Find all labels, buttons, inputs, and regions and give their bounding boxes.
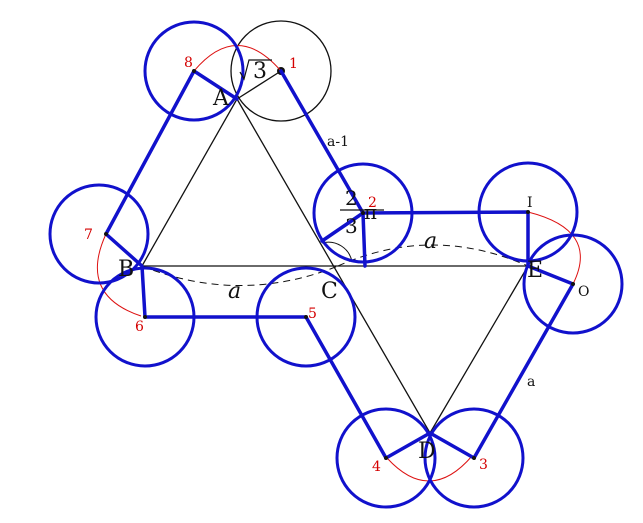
label-point-d: D	[418, 439, 436, 464]
label-frac-denominator: 3	[345, 214, 358, 238]
circle-8	[143, 20, 245, 122]
label-point-a: A	[212, 86, 230, 111]
label-a-mid: a	[228, 279, 241, 304]
label-marker-2: 2	[368, 195, 377, 211]
dot-2	[361, 211, 365, 215]
segment-de	[429, 265, 529, 434]
circle-4	[335, 407, 437, 509]
angle-arc-c	[321, 241, 353, 263]
label-a-side: a	[527, 374, 535, 390]
label-marker-4: 4	[372, 459, 381, 475]
dot-i	[526, 210, 530, 214]
circle-a-black	[230, 20, 332, 122]
dot-6	[143, 315, 147, 319]
black-triangle-abc	[141, 98, 529, 434]
circle-o	[522, 233, 624, 335]
dashed-arc-ce	[337, 244, 529, 267]
label-point-c: C	[321, 279, 338, 304]
sqrt-sign	[239, 59, 272, 81]
blue-path	[104, 69, 575, 460]
blue-segment-2-c	[320, 211, 365, 243]
circle-7	[48, 183, 150, 285]
dot-o	[571, 282, 575, 286]
label-marker-i: I	[527, 195, 533, 211]
label-marker-8: 8	[184, 55, 193, 71]
label-a-top: a	[424, 229, 437, 254]
dashed-arc-bc	[141, 265, 339, 286]
label-marker-5: 5	[308, 306, 317, 322]
vertex-dots	[104, 69, 575, 460]
red-arcs	[96, 45, 581, 482]
label-pi: π	[364, 200, 377, 224]
label-a-minus-1: a-1	[327, 134, 349, 150]
red-arc-i-o	[527, 211, 581, 285]
label-frac-numerator: 2	[345, 186, 358, 210]
circle-3	[423, 407, 525, 509]
segment-ab	[141, 98, 238, 267]
label-marker-7: 7	[84, 227, 93, 243]
label-marker-3: 3	[479, 457, 488, 473]
dot-7	[104, 232, 108, 236]
dot-5	[304, 315, 308, 319]
label-marker-1: 1	[289, 56, 298, 72]
red-arc-7-6	[96, 233, 142, 317]
label-point-e: E	[527, 258, 543, 283]
radius-a-to-1	[236, 70, 282, 100]
label-sqrt3: 3	[253, 59, 267, 84]
label-marker-6: 6	[135, 319, 144, 335]
blue-path-polyline	[104, 69, 575, 460]
label-point-b: B	[118, 257, 134, 282]
blue-circles	[48, 20, 624, 509]
dot-3	[472, 456, 476, 460]
blue-segment-2-drop	[361, 211, 367, 268]
dot-4	[384, 456, 388, 460]
label-marker-o: O	[578, 284, 589, 300]
dot-8	[192, 69, 196, 73]
